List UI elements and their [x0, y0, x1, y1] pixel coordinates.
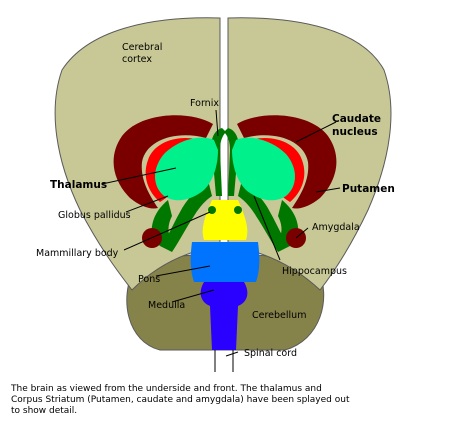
label-pons: Pons [138, 274, 160, 285]
caudate-left [113, 115, 213, 209]
label-cerebral-cortex-1: Cerebral [122, 42, 162, 53]
mammillary-body-right [234, 206, 242, 214]
pons-shape [190, 242, 260, 282]
label-putamen: Putamen [342, 183, 395, 195]
medulla-shape [200, 282, 248, 350]
caption-line-1: The brain as viewed from the underside a… [11, 384, 322, 394]
label-cerebral-cortex-2: cortex [122, 54, 152, 65]
globus-pallidus-left [160, 180, 212, 252]
leader-lines [101, 109, 341, 357]
label-medulla: Medulla [148, 300, 185, 311]
label-globus-pallidus: Globus pallidus [58, 210, 131, 221]
label-mammillary-body: Mammillary body [36, 248, 119, 259]
caption-line-3: to show detail. [11, 406, 78, 416]
label-caudate-1: Caudate [332, 113, 381, 125]
label-amygdala: Amygdala [312, 222, 360, 233]
globus-pallidus-right [238, 180, 290, 252]
brain-illustration: Cerebral cortex Fornix Caudate nucleus T… [36, 17, 395, 372]
label-spinal-cord: Spinal cord [244, 348, 297, 359]
thalamus-left [155, 137, 218, 201]
label-thalamus: Thalamus [50, 179, 107, 191]
label-fornix: Fornix [190, 98, 219, 109]
caudate-right [237, 115, 337, 209]
label-cerebellum: Cerebellum [252, 310, 306, 321]
label-hippocampus: Hippocampus [282, 266, 347, 277]
caption: The brain as viewed from the underside a… [11, 384, 441, 417]
label-caudate-2: nucleus [332, 126, 378, 138]
caption-line-2: Corpus Striatum (Putamen, caudate and am… [11, 395, 350, 405]
thalamus-right [232, 137, 295, 201]
